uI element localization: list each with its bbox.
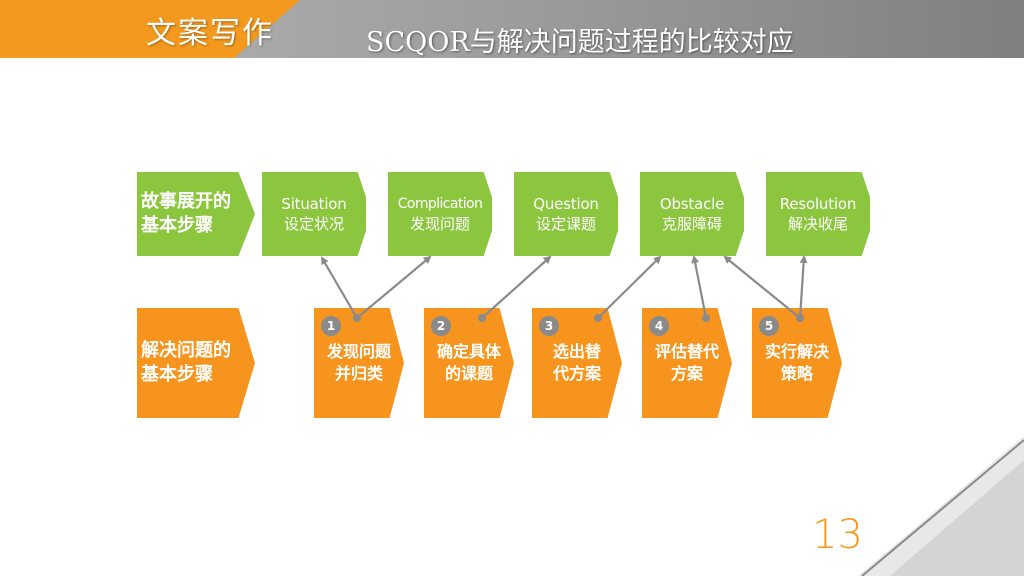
story-item-en: Situation (281, 195, 347, 213)
corner-fold-dark (890, 460, 1024, 576)
story-item-zh: 解决收尾 (787, 215, 848, 233)
step-text-line: 代方案 (552, 364, 601, 383)
solve-row-label-line-2: 基本步骤 (141, 364, 213, 385)
step-text-line: 方案 (670, 364, 703, 383)
step-number-badge: 3 (539, 316, 559, 336)
story-item-en: Question (533, 195, 599, 213)
solve-row-label: 解决问题的 基本步骤 (137, 308, 255, 418)
solve-step-3: 3 选出替 代方案 (532, 308, 622, 418)
step-text-line: 并归类 (334, 364, 383, 383)
story-row-label-line-2: 基本步骤 (141, 215, 213, 236)
story-item-en: Complication (397, 196, 483, 212)
corner-fold-line (861, 439, 1024, 576)
step-text-line: 实行解决 (764, 342, 829, 361)
story-item-en: Obstacle (659, 195, 725, 213)
step-text-line: 选出替 (552, 342, 601, 361)
corner-fold-shadow (858, 436, 1024, 576)
story-item-resolution: Resolution 解决收尾 (766, 172, 870, 256)
story-item-complication: Complication 发现问题 (388, 172, 492, 256)
step-text-line: 的课题 (444, 364, 493, 383)
solve-step-2: 2 确定具体 的课题 (424, 308, 514, 418)
story-item-question: Question 设定课题 (514, 172, 618, 256)
story-item-obstacle: Obstacle 克服障碍 (640, 172, 744, 256)
solve-row-label-line-1: 解决问题的 (141, 340, 231, 361)
solve-step-5: 5 实行解决 策略 (752, 308, 842, 418)
step-number-badge: 2 (431, 316, 451, 336)
solve-step-4: 4 评估替代 方案 (642, 308, 732, 418)
solve-step-1: 1 发现问题 并归类 (314, 308, 404, 418)
slide-title: SCQOR与解决问题过程的比较对应 (366, 27, 794, 58)
story-item-en: Resolution (779, 195, 857, 213)
story-item-zh: 发现问题 (409, 215, 470, 233)
story-row-label: 故事展开的 基本步骤 (137, 172, 255, 256)
section-title: 文案写作 (146, 16, 274, 51)
story-item-zh: 设定课题 (535, 215, 596, 233)
page-number: 13 (812, 512, 863, 558)
step-text-line: 评估替代 (654, 342, 719, 361)
step-text-line: 策略 (780, 364, 813, 383)
step-text-line: 确定具体 (436, 342, 501, 361)
story-item-zh: 克服障碍 (661, 215, 722, 233)
step-number-badge: 4 (649, 316, 669, 336)
step-number-badge: 1 (321, 316, 341, 336)
story-item-zh: 设定状况 (283, 215, 344, 233)
story-item-situation: Situation 设定状况 (262, 172, 366, 256)
step-number-badge: 5 (759, 316, 779, 336)
story-row-label-line-1: 故事展开的 (141, 191, 231, 212)
step-text-line: 发现问题 (326, 342, 391, 361)
